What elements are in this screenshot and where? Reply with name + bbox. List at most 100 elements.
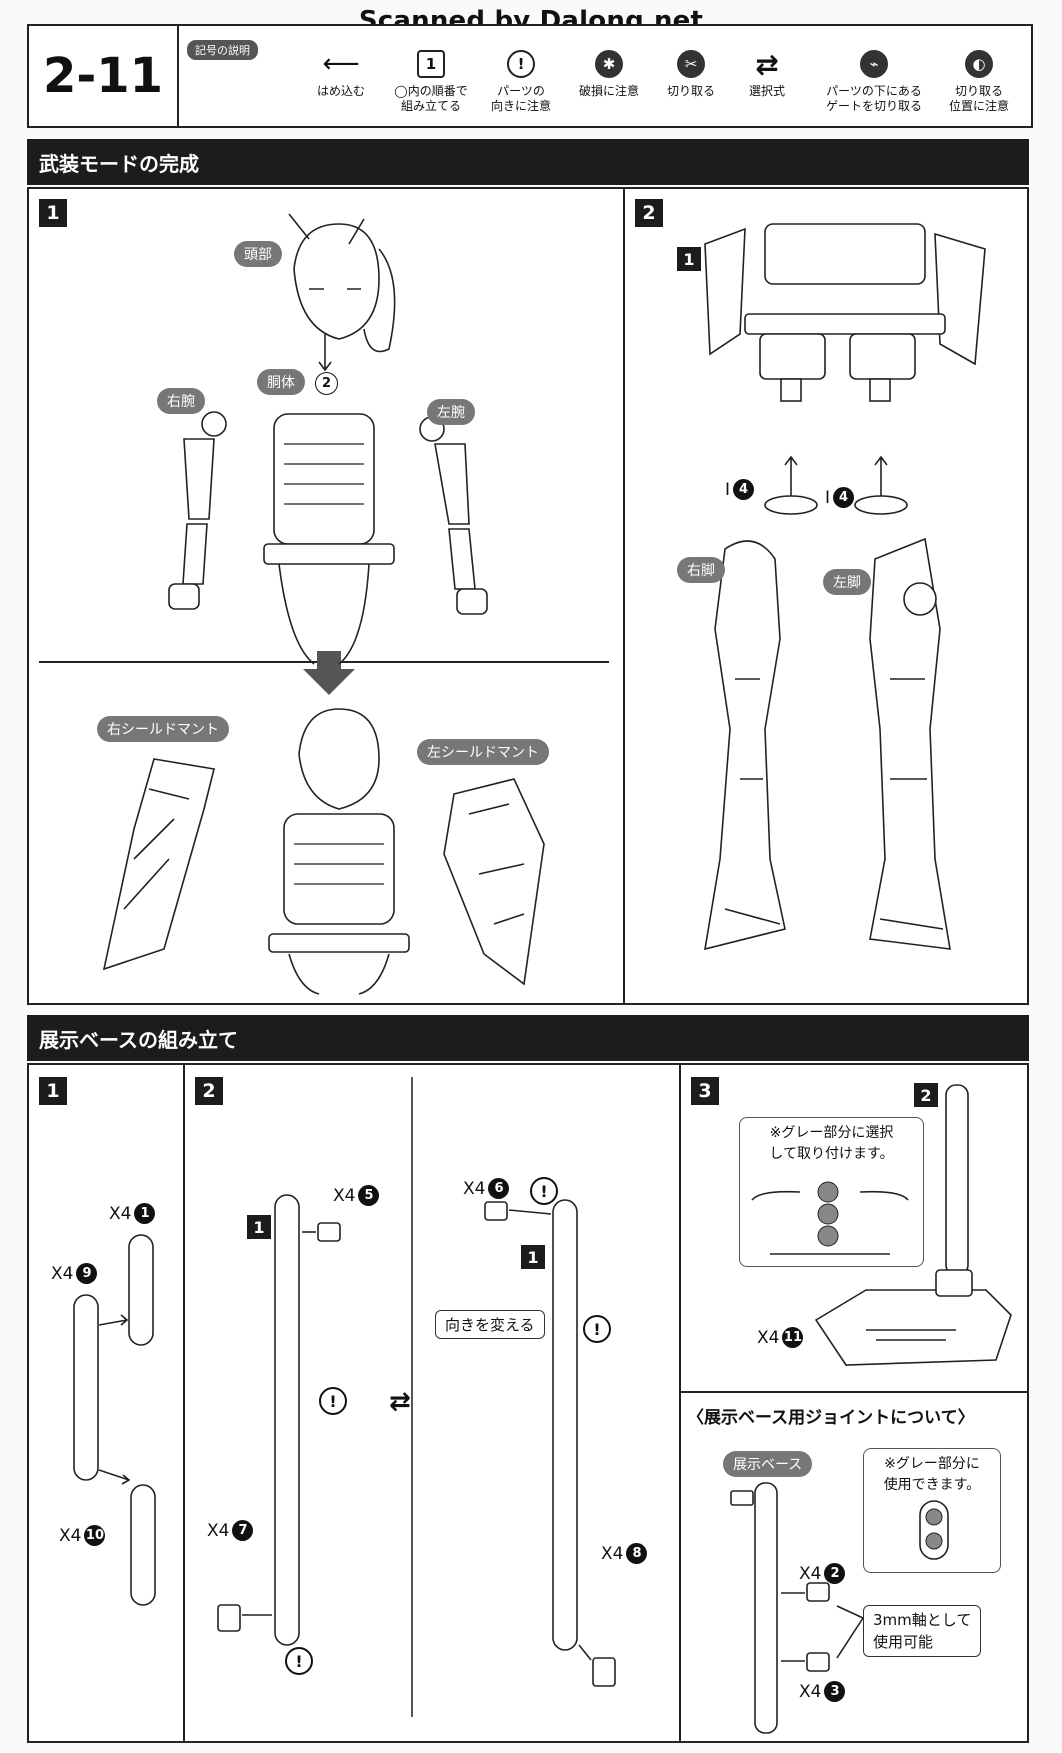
legend-item-gate: ⌁ パーツの下にある ゲートを切り取る xyxy=(814,44,934,114)
legend-text: はめ込む xyxy=(316,84,365,98)
legend-item-insert: ⟵ はめ込む xyxy=(291,44,391,99)
left-leg-drawing xyxy=(869,537,951,950)
right-leg-label: 右脚 xyxy=(677,557,725,583)
joint-info-panel: 〈展示ベース用ジョイントについて〉 展示ベース ※グレー部分に 使用できます。 … xyxy=(679,1391,1029,1743)
gray-usage-note-box: ※グレー部分に 使用できます。 xyxy=(863,1448,1001,1573)
ref-step-badge: 1 xyxy=(677,247,701,271)
gray-part-note-box: ※グレー部分に選択 して取り付けます。 xyxy=(739,1117,924,1267)
part-number: 4 xyxy=(733,479,755,500)
legend-text: パーツの下にある ゲートを切り取る xyxy=(825,84,922,113)
right-arm-label: 右腕 xyxy=(157,388,205,414)
joint-arm-drawing xyxy=(730,1482,830,1734)
breakage-caution-icon: ✱ xyxy=(595,50,623,78)
gray-usage-note: ※グレー部分に 使用できます。 xyxy=(883,1456,981,1493)
legend-text: 破損に注意 xyxy=(578,84,639,98)
orientation-warning-icon: ! xyxy=(285,1647,313,1675)
change-direction-label: 向きを変える xyxy=(435,1310,545,1339)
legend-item-cut: ✂ 切り取る xyxy=(641,44,741,99)
joint-info-title: 〈展示ベース用ジョイントについて〉 xyxy=(687,1408,975,1428)
left-shield-mantle-drawing xyxy=(443,778,545,986)
armed-step1-panel: 1 頭部 2 胴体 右腕 左腕 xyxy=(27,187,625,1005)
right-shield-mantle-drawing xyxy=(102,758,215,971)
circled-1-icon: 1 xyxy=(417,50,445,78)
cut-icon: ✂ xyxy=(677,50,705,78)
step-badge: 3 xyxy=(691,1077,719,1105)
ref-step-badge: 2 xyxy=(914,1083,938,1107)
ref-step-badge: 1 xyxy=(521,1245,545,1269)
legend-item-breakage: ✱ 破損に注意 xyxy=(559,44,659,99)
down-arrow-icon xyxy=(303,651,355,695)
legend-item-order: 1 ◯内の順番で 組み立てる xyxy=(381,44,481,114)
legend-item-select: ⇄ 選択式 xyxy=(717,44,817,99)
display-base-plate-drawing xyxy=(814,1269,1012,1366)
right-shield-label: 右シールドマント xyxy=(97,716,229,742)
right-leg-drawing xyxy=(704,540,786,951)
left-leg-label: 左脚 xyxy=(823,569,871,595)
base-socket-detail-drawing xyxy=(751,1181,909,1255)
legend-text: ◯内の順番で 組み立てる xyxy=(394,84,468,113)
part-number: 4 xyxy=(833,487,855,508)
divider-line xyxy=(411,1077,413,1717)
head-part-drawing xyxy=(288,213,396,353)
step-badge: 1 xyxy=(39,199,67,227)
gate-under-part-icon: ⌁ xyxy=(860,50,888,78)
legend-item-direction: ! パーツの 向きに注意 xyxy=(471,44,571,114)
3mm-shaft-usage-label: 3mm軸として 使用可能 xyxy=(863,1605,982,1657)
legend-header: 2-11 記号の説明 ⟵ はめ込む 1 ◯内の順番で 組み立てる ! パーツの … xyxy=(27,24,1033,128)
head-label: 頭部 xyxy=(234,241,282,267)
ref-step-badge: 1 xyxy=(247,1215,271,1239)
step-badge: 1 xyxy=(39,1077,67,1105)
right-arm-drawing xyxy=(168,411,227,610)
left-arm-label: 左腕 xyxy=(427,399,475,425)
bracket-lines xyxy=(836,1605,864,1659)
waist-assembly-drawing xyxy=(704,223,986,402)
step-badge: 2 xyxy=(635,199,663,227)
base-arm-segments-drawing xyxy=(73,1234,156,1606)
left-shield-label: 左シールドマント xyxy=(417,739,549,765)
arrow-left-icon: ⟵ xyxy=(322,48,360,79)
legend-text: 選択式 xyxy=(748,84,785,98)
step-badge: 2 xyxy=(195,1077,223,1105)
base-arm-right-drawing xyxy=(484,1199,616,1687)
legend-text: 切り取る 位置に注意 xyxy=(948,84,1009,113)
orientation-warning-icon: ! xyxy=(583,1315,611,1343)
base-arm-left-drawing xyxy=(217,1194,341,1646)
assembled-torso-drawing xyxy=(268,708,410,995)
orientation-warning-icon: ! xyxy=(530,1177,558,1205)
double-arrow-icon: ⇄ xyxy=(389,1387,411,1417)
exclamation-circle-icon: ! xyxy=(507,50,535,78)
neck-ref-number: 2 xyxy=(315,372,338,395)
joint-socket-detail xyxy=(919,1500,949,1560)
legend-text: パーツの 向きに注意 xyxy=(490,84,551,113)
torso-label: 胴体 xyxy=(257,369,305,395)
torso-part-drawing xyxy=(263,413,395,665)
legend-item-cut-position: ◐ 切り取る 位置に注意 xyxy=(929,44,1029,114)
gray-part-note: ※グレー部分に選択 して取り付けます。 xyxy=(769,1125,894,1162)
cut-position-icon: ◐ xyxy=(965,50,993,78)
left-arm-drawing xyxy=(419,416,488,615)
head-insert-arrow xyxy=(318,334,332,372)
washer-left xyxy=(854,455,908,515)
double-arrow-icon: ⇄ xyxy=(755,47,779,81)
section-title-armed-mode: 武装モードの完成 xyxy=(27,139,1029,185)
washer-right xyxy=(764,455,818,515)
legend-title: 記号の説明 xyxy=(187,40,258,60)
orientation-warning-icon: ! xyxy=(319,1387,347,1415)
section-title-display-base: 展示ベースの組み立て xyxy=(27,1015,1029,1061)
